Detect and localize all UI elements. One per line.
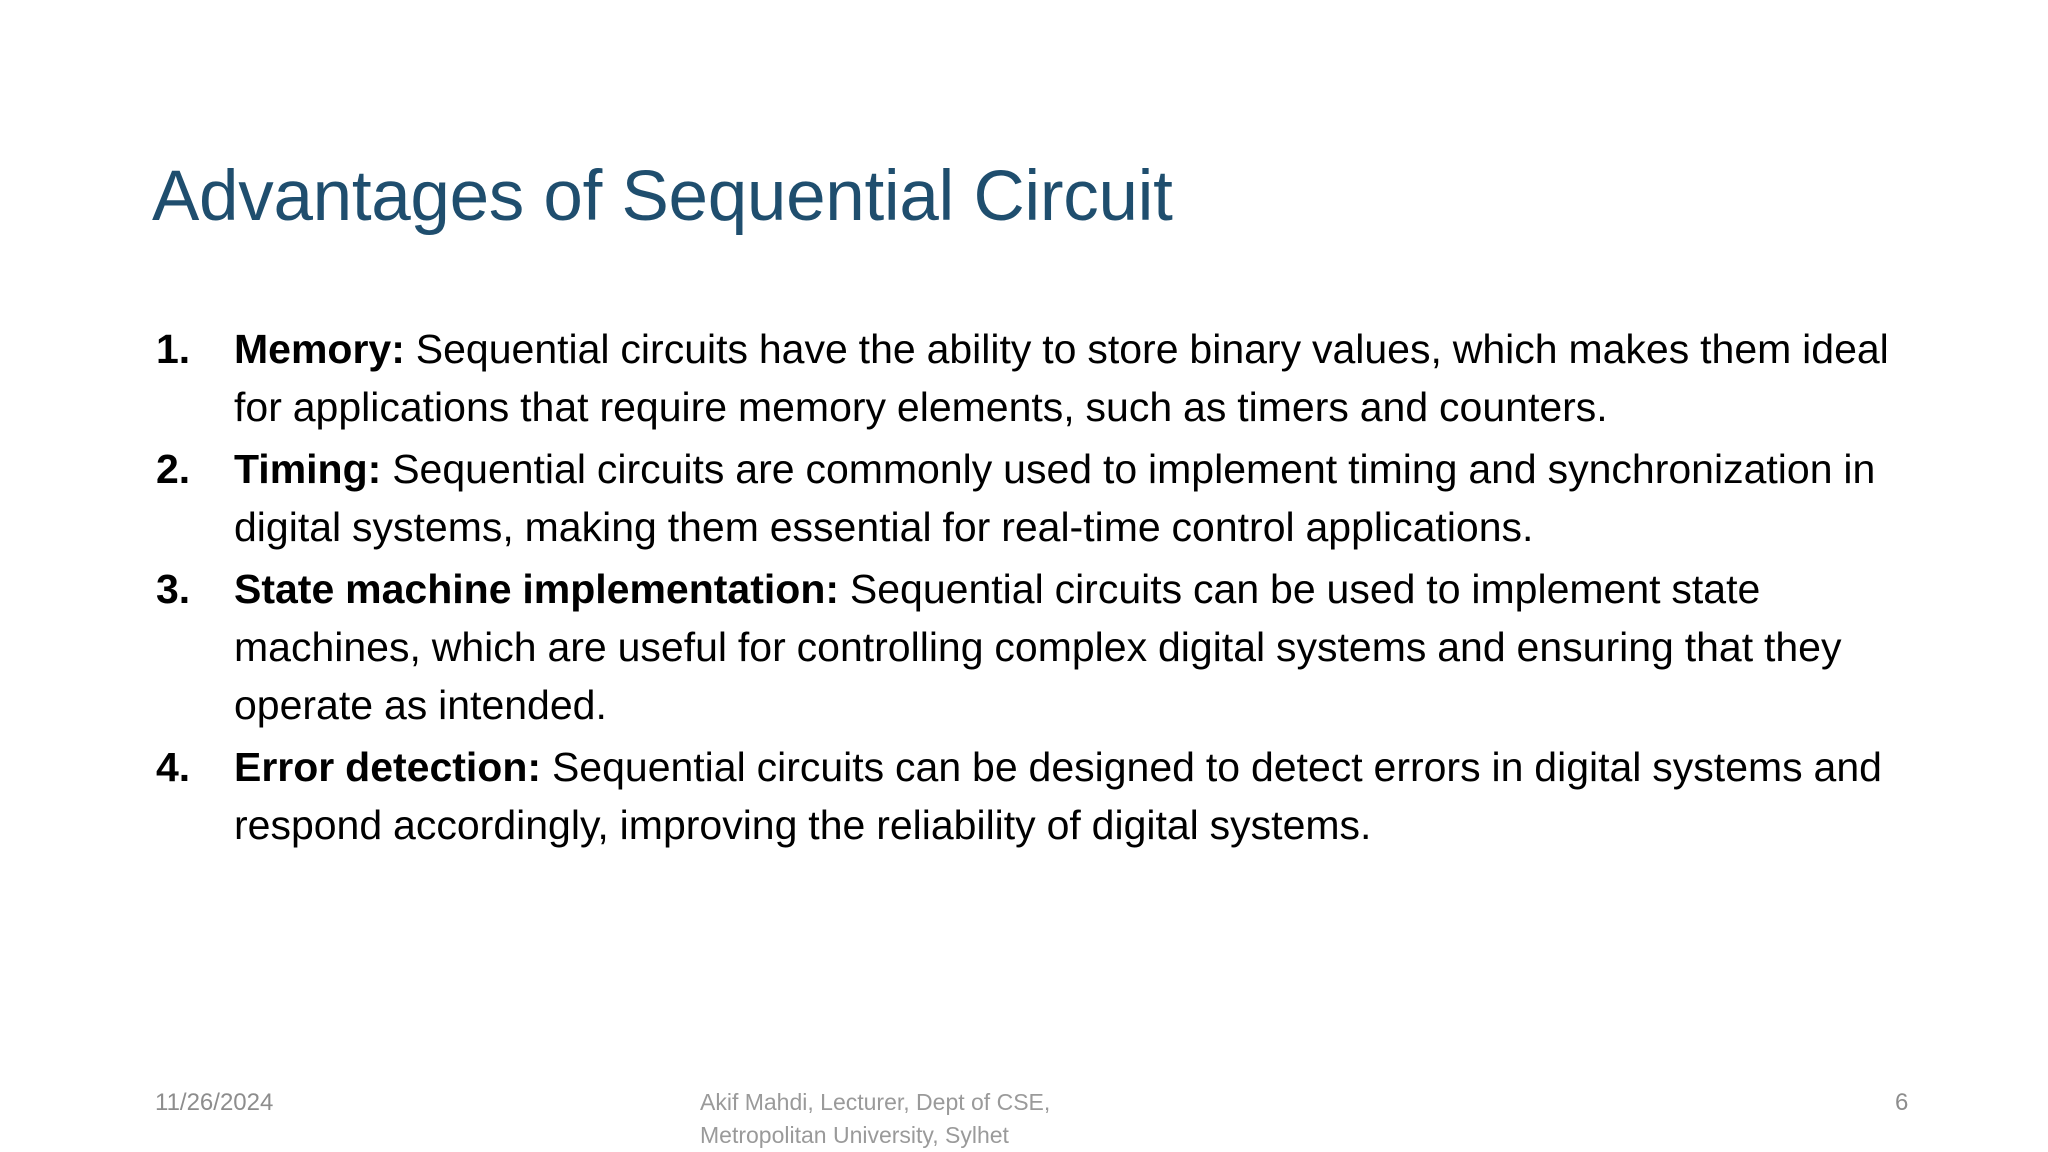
list-item-text: Memory: Sequential circuits have the abi… (234, 320, 1940, 436)
list-item-body: Sequential circuits can be used to imple… (234, 566, 1842, 728)
page-title: Advantages of Sequential Circuit (152, 156, 1173, 236)
list-item-text: Error detection: Sequential circuits can… (234, 738, 1940, 854)
slide-footer: 11/26/2024 Akif Mahdi, Lecturer, Dept of… (0, 1086, 2048, 1152)
list-item-body: Sequential circuits are commonly used to… (234, 446, 1876, 550)
list-item-lead: Memory: (234, 326, 405, 372)
list-item-number: 2. (156, 446, 191, 492)
list-item-body: Sequential circuits have the ability to … (234, 326, 1889, 430)
list-item-number: 1. (156, 326, 191, 372)
footer-attribution: Akif Mahdi, Lecturer, Dept of CSE, Metro… (700, 1089, 1051, 1148)
list-item-lead: Timing: (234, 446, 382, 492)
footer-date: 11/26/2024 (155, 1089, 274, 1116)
list-item-text: State machine implementation: Sequential… (234, 560, 1940, 734)
list-item-number: 3. (156, 566, 191, 612)
list-item-number: 4. (156, 744, 191, 790)
list-item: 2. Timing: Sequential circuits are commo… (150, 440, 1940, 556)
numbered-list: 1. Memory: Sequential circuits have the … (150, 320, 1940, 858)
list-item: 3. State machine implementation: Sequent… (150, 560, 1940, 734)
list-item-lead: State machine implementation: (234, 566, 840, 612)
list-item-lead: Error detection: (234, 744, 542, 790)
list-item-body: Sequential circuits can be designed to d… (234, 744, 1882, 848)
list-item-text: Timing: Sequential circuits are commonly… (234, 440, 1940, 556)
footer-page-number: 6 (1895, 1089, 1909, 1116)
list-item: 4. Error detection: Sequential circuits … (150, 738, 1940, 854)
list-item: 1. Memory: Sequential circuits have the … (150, 320, 1940, 436)
